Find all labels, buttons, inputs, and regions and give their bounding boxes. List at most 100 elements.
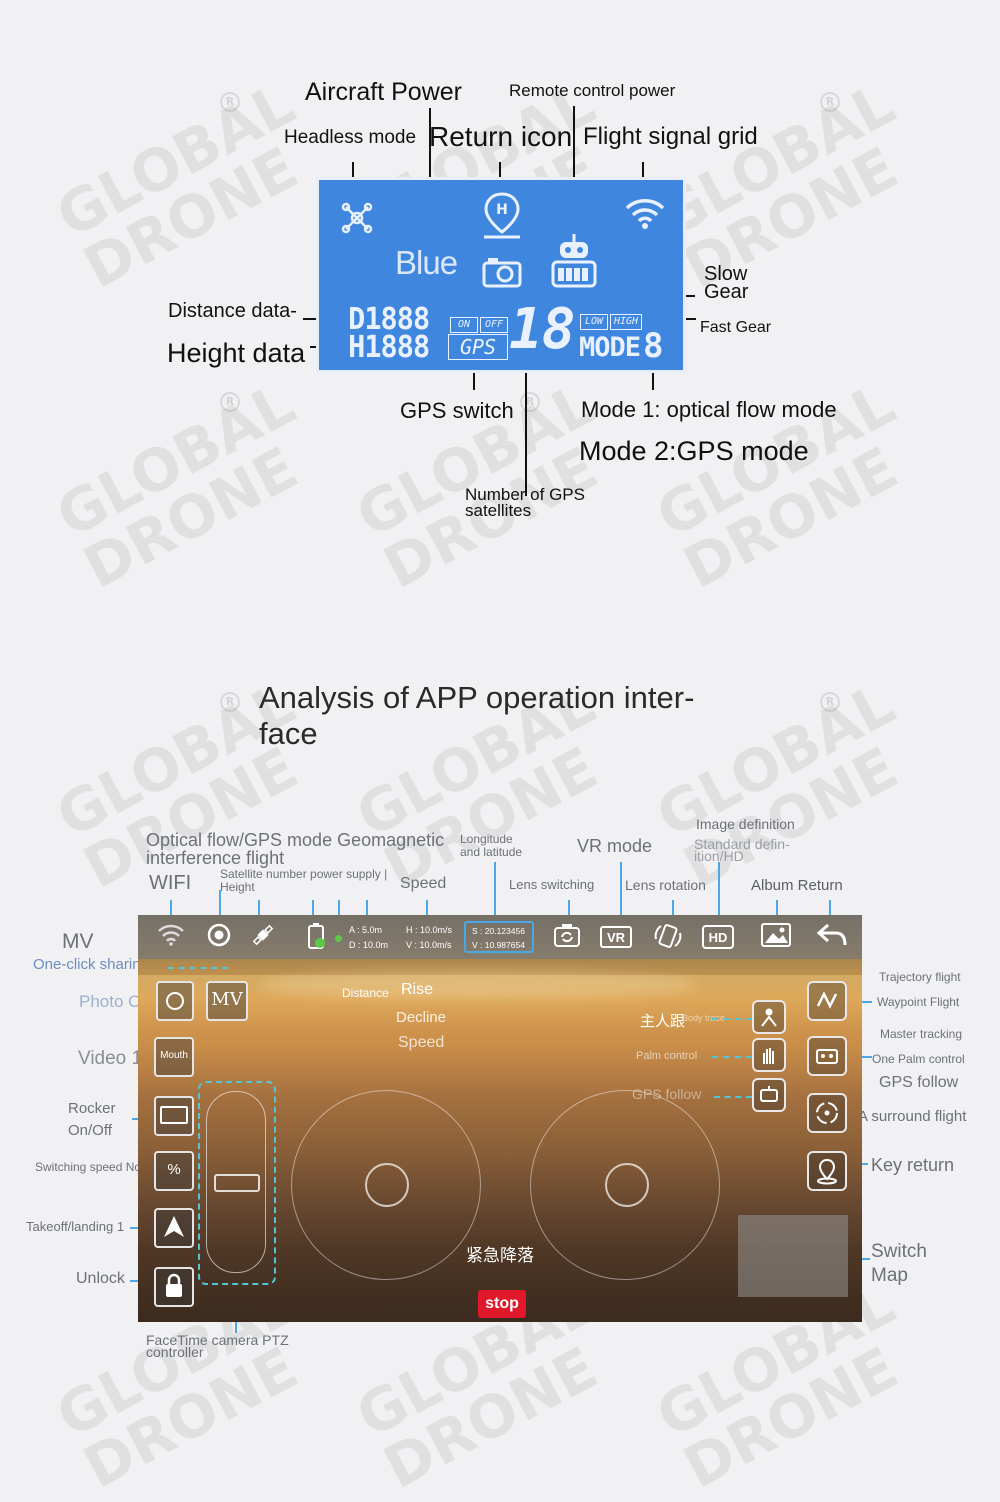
- emergency-landing-label: 紧急降落: [466, 1241, 534, 1266]
- mv-button[interactable]: MV: [206, 981, 248, 1021]
- surround-flight-button[interactable]: [807, 1093, 847, 1133]
- one-palm-control-label: One Palm control: [872, 1052, 965, 1066]
- lens-rotation-icon[interactable]: [652, 921, 684, 960]
- rocker-label: Rocker On/Off: [68, 1098, 116, 1142]
- camera-icon: [482, 256, 522, 293]
- unlock-label: Unlock: [76, 1270, 125, 1288]
- master-tracking-label: Master tracking: [880, 1027, 962, 1041]
- surround-flight-label: A surround flight: [858, 1108, 966, 1125]
- hd-toggle-button[interactable]: HD: [702, 925, 734, 949]
- lens-switching-label: Lens switching: [509, 877, 594, 892]
- longitude-label: Longitude and latitude: [460, 833, 522, 859]
- watermark: GLOBAL DRONE: [48, 74, 330, 297]
- high-gear-indicator: HIGH: [610, 314, 642, 330]
- telemetry-distance: D : 10.0m: [349, 938, 388, 953]
- palm-control-label: Palm control: [636, 1050, 697, 1062]
- switch-map-label: Switch Map: [871, 1240, 927, 1288]
- album-icon[interactable]: [760, 922, 792, 957]
- one-palm-control-button[interactable]: [807, 1036, 847, 1076]
- battery-icon: [302, 921, 332, 960]
- speed-switch-button[interactable]: %: [154, 1151, 194, 1191]
- headless-mode-label: Headless mode: [284, 127, 416, 149]
- return-icon-label: Return icon: [429, 121, 572, 153]
- coordinate-latitude: S : 20.123456: [472, 924, 532, 938]
- speed-inner-label: Speed: [398, 1034, 444, 1052]
- aircraft-power-label: Aircraft Power: [305, 78, 462, 107]
- height-readout: H1888: [348, 330, 429, 365]
- telemetry-ad: A : 5.0m D : 10.0m: [349, 923, 388, 953]
- speed-label: Speed: [400, 875, 446, 893]
- satellite-icon: [248, 922, 278, 957]
- wifi-label: WIFI: [149, 872, 191, 895]
- ptz-slider-handle[interactable]: [214, 1174, 260, 1192]
- flight-signal-grid-label: Flight signal grid: [583, 123, 758, 151]
- mv-label: MV: [62, 930, 94, 954]
- low-gear-indicator: LOW: [580, 314, 608, 330]
- rocker-toggle-button[interactable]: [154, 1096, 194, 1136]
- fast-gear-label: Fast Gear: [700, 319, 771, 337]
- coordinates-box: S : 20.123456 V : 10.987654: [464, 921, 534, 953]
- telemetry-vertical-speed: V : 10.0m/s: [406, 938, 452, 953]
- leader-line: [525, 366, 527, 496]
- decline-label: Decline: [396, 1009, 446, 1026]
- svg-text:H: H: [496, 202, 508, 218]
- telemetry-horizontal-speed: H : 10.0m/s: [406, 923, 452, 938]
- trajectory-flight-button[interactable]: [807, 981, 847, 1021]
- distance-inner-label: Distance: [342, 986, 389, 1000]
- album-return-label: Album Return: [751, 877, 843, 894]
- key-return-button[interactable]: [807, 1151, 847, 1191]
- vr-mode-label: VR mode: [577, 836, 652, 857]
- wifi-icon: [156, 922, 186, 955]
- dashed-leader: [168, 967, 228, 969]
- watermark: GLOBAL DRONE: [48, 374, 330, 597]
- palm-control-button[interactable]: [752, 1038, 786, 1072]
- mode-toggle-icon[interactable]: [204, 922, 234, 957]
- dashed-leader: [712, 1056, 752, 1058]
- distance-data-label: Distance data-: [168, 300, 297, 323]
- app-screen: A : 5.0m D : 10.0m H : 10.0m/s V : 10.0m…: [138, 915, 862, 1322]
- key-return-label: Key return: [871, 1155, 954, 1176]
- left-joystick-knob[interactable]: [365, 1163, 409, 1207]
- telemetry-speed: H : 10.0m/s V : 10.0m/s: [406, 923, 452, 953]
- image-definition-label: Image definition: [696, 816, 795, 832]
- person-trace-label: 主人跟: [640, 1010, 685, 1031]
- takeoff-landing-button[interactable]: [154, 1208, 194, 1248]
- registered-mark: R: [820, 92, 840, 112]
- watermark: GLOBAL DRONE: [648, 74, 930, 297]
- lcd-blue-text: Blue: [395, 244, 457, 282]
- status-dot: [335, 935, 342, 942]
- map-thumbnail[interactable]: [738, 1215, 848, 1297]
- registered-mark: R: [220, 392, 240, 412]
- one-click-sharing-label: One-click sharing: [33, 956, 149, 973]
- unlock-button[interactable]: [154, 1267, 194, 1307]
- waypoint-flight-label: Waypoint Flight: [877, 995, 959, 1009]
- registered-mark: R: [220, 692, 240, 712]
- return-home-icon: H: [482, 192, 522, 245]
- registered-mark: R: [820, 692, 840, 712]
- registered-mark: R: [220, 92, 240, 112]
- right-joystick-knob[interactable]: [605, 1163, 649, 1207]
- satellite-label: Satellite number power supply | Height: [220, 868, 387, 894]
- lcd-display: H Blue D1888 H1888 ON OFF GPS 18 LOW HIG…: [316, 177, 686, 373]
- master-tracking-button[interactable]: [752, 1000, 786, 1034]
- standard-definition-label: Standard defin- ition/HD: [694, 838, 790, 862]
- gps-indicator: GPS: [448, 334, 508, 360]
- registered-mark: R: [520, 392, 540, 412]
- mode-digit: 8: [643, 326, 662, 366]
- lens-switch-icon[interactable]: [552, 922, 582, 957]
- photo-button[interactable]: [156, 981, 194, 1021]
- vr-mode-button[interactable]: VR: [600, 926, 632, 948]
- stop-button[interactable]: stop: [478, 1290, 526, 1318]
- back-return-icon[interactable]: [815, 922, 849, 957]
- gps-follow-button[interactable]: [752, 1078, 786, 1112]
- section-title: Analysis of APP operation inter- face: [259, 680, 694, 752]
- facetime-label: FaceTime camera PTZ controller: [146, 1334, 289, 1358]
- video-button[interactable]: Mouth: [154, 1037, 194, 1077]
- mode1-label: Mode 1: optical flow mode: [581, 397, 837, 423]
- dashed-leader: [712, 1018, 752, 1020]
- gps-follow-label: GPS follow: [879, 1074, 958, 1092]
- gps-on-indicator: ON: [450, 317, 478, 333]
- trajectory-flight-label: Trajectory flight: [879, 970, 961, 984]
- flight-signal-icon: [624, 196, 666, 235]
- app-top-bar: A : 5.0m D : 10.0m H : 10.0m/s V : 10.0m…: [138, 915, 862, 959]
